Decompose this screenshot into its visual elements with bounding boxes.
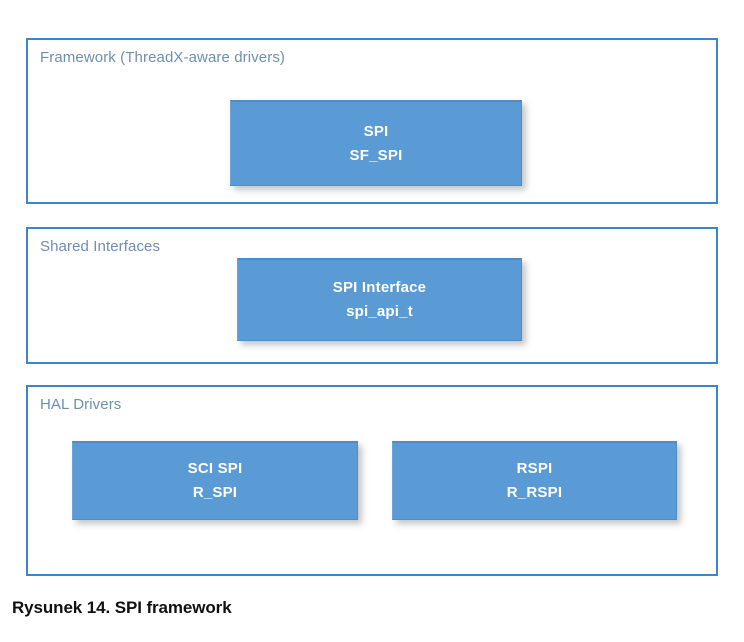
layer-hal-drivers-label: HAL Drivers: [40, 396, 122, 413]
block-rspi: RSPI R_RSPI: [392, 441, 677, 520]
block-spi-interface: SPI Interface spi_api_t: [237, 258, 522, 341]
layer-shared-interfaces: Shared Interfaces SPI Interface spi_api_…: [26, 227, 718, 364]
layer-framework-label: Framework (ThreadX-aware drivers): [40, 49, 286, 66]
block-rspi-title: RSPI: [516, 460, 553, 477]
block-sci-spi: SCI SPI R_SPI: [72, 441, 358, 520]
block-spi-interface-subtitle: spi_api_t: [346, 303, 413, 320]
block-sci-spi-subtitle: R_SPI: [192, 484, 238, 501]
layer-framework: Framework (ThreadX-aware drivers) SPI SF…: [26, 38, 718, 204]
block-spi-subtitle: SF_SPI: [349, 146, 403, 164]
block-spi-title: SPI: [363, 122, 389, 140]
layer-hal-drivers: HAL Drivers SCI SPI R_SPI RSPI R_RSPI: [26, 385, 718, 576]
block-sci-spi-title: SCI SPI: [187, 460, 243, 477]
block-spi-interface-title: SPI Interface: [332, 279, 427, 296]
figure-caption: Rysunek 14. SPI framework: [12, 598, 232, 617]
block-rspi-subtitle: R_RSPI: [506, 484, 563, 501]
block-spi: SPI SF_SPI: [230, 100, 522, 186]
layer-shared-interfaces-label: Shared Interfaces: [40, 238, 161, 255]
